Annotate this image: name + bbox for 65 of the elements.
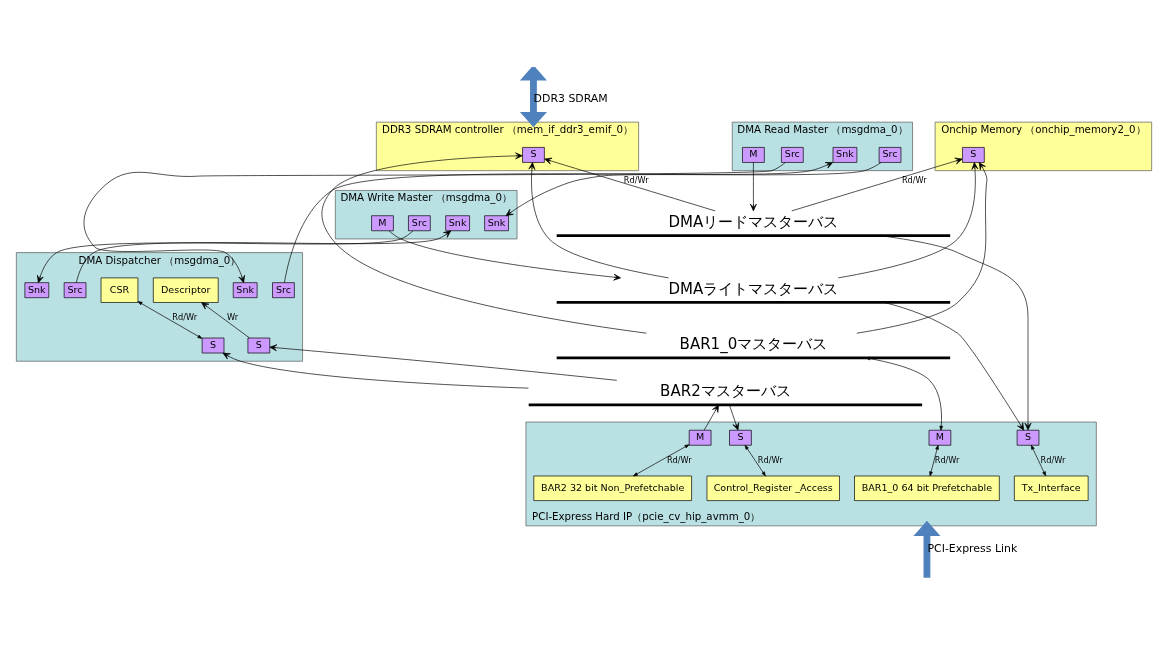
- node-box: Snk: [24, 282, 50, 299]
- node-box: Snk: [832, 147, 858, 163]
- node-box: Snk: [484, 215, 509, 232]
- edge-label: Rd/Wr: [172, 311, 198, 322]
- arrow: [137, 301, 203, 339]
- node-box: S: [962, 147, 985, 163]
- arrow: [837, 162, 979, 279]
- node-box: Src: [63, 282, 87, 299]
- node-box: M: [742, 147, 765, 163]
- arrow: [1030, 444, 1047, 477]
- arrow: [388, 230, 621, 281]
- node-box: M: [928, 429, 952, 446]
- node-box: Src: [272, 282, 295, 299]
- arrow: [201, 302, 250, 339]
- node-text: BAR1_0マスターバス: [679, 335, 828, 354]
- arrow: [729, 404, 740, 431]
- edge-label: Rd/Wr: [1040, 454, 1066, 465]
- arrow: [528, 162, 669, 279]
- arrow: [321, 152, 647, 334]
- arrow: [544, 157, 716, 212]
- node-box: S: [522, 147, 545, 163]
- node-box: S: [201, 337, 225, 354]
- node-text: DMAライトマスターバス: [668, 280, 839, 299]
- node-box: Src: [781, 147, 804, 163]
- node-box: BAR1_0 64 bit Prefetchable: [854, 475, 1000, 501]
- arrow: [791, 157, 963, 212]
- arrow: [744, 444, 766, 477]
- arrow: [750, 162, 757, 212]
- node-box: Src: [408, 215, 431, 232]
- edge-label: Wr: [226, 311, 239, 322]
- node-text: BAR2マスターバス: [660, 382, 791, 401]
- edge-label: Rd/Wr: [623, 174, 649, 185]
- arrow: [884, 302, 1025, 431]
- node-box: Tx_Interface: [1014, 475, 1089, 501]
- node-box: Snk: [445, 215, 470, 232]
- node-box: BAR2 32 bit Non_Prefetchable: [533, 475, 692, 501]
- arrow: [505, 162, 882, 216]
- node-box: S: [1016, 429, 1040, 446]
- arrow: [269, 344, 618, 381]
- node-text: DMAリードマスターバス: [668, 213, 839, 232]
- edge-label: Rd/Wr: [901, 174, 927, 185]
- node-box: Control_Register _Access: [706, 475, 840, 501]
- node-box: S: [247, 337, 271, 354]
- node-box: Snk: [232, 282, 258, 299]
- edge-label: Rd/Wr: [666, 454, 692, 465]
- arrow: [703, 404, 719, 431]
- arrow: [633, 444, 690, 477]
- node-box: Src: [878, 147, 902, 163]
- node-box: S: [729, 429, 752, 446]
- node-box: M: [371, 215, 394, 232]
- edge-label: Rd/Wr: [757, 454, 783, 465]
- arrow: [83, 162, 786, 283]
- arrow: [284, 162, 834, 283]
- arrow: [222, 352, 529, 389]
- arrow: [519, 67, 547, 128]
- node-box: M: [688, 429, 712, 446]
- node-box: Descriptor: [152, 277, 219, 303]
- arrow: [856, 162, 988, 334]
- arrow: [913, 520, 941, 578]
- arrow: [37, 230, 414, 283]
- arrow: [929, 444, 939, 477]
- edge-label: Rd/Wr: [934, 454, 960, 465]
- arrow: [865, 356, 944, 431]
- node-box: CSR: [100, 277, 139, 303]
- arrow: [76, 230, 452, 283]
